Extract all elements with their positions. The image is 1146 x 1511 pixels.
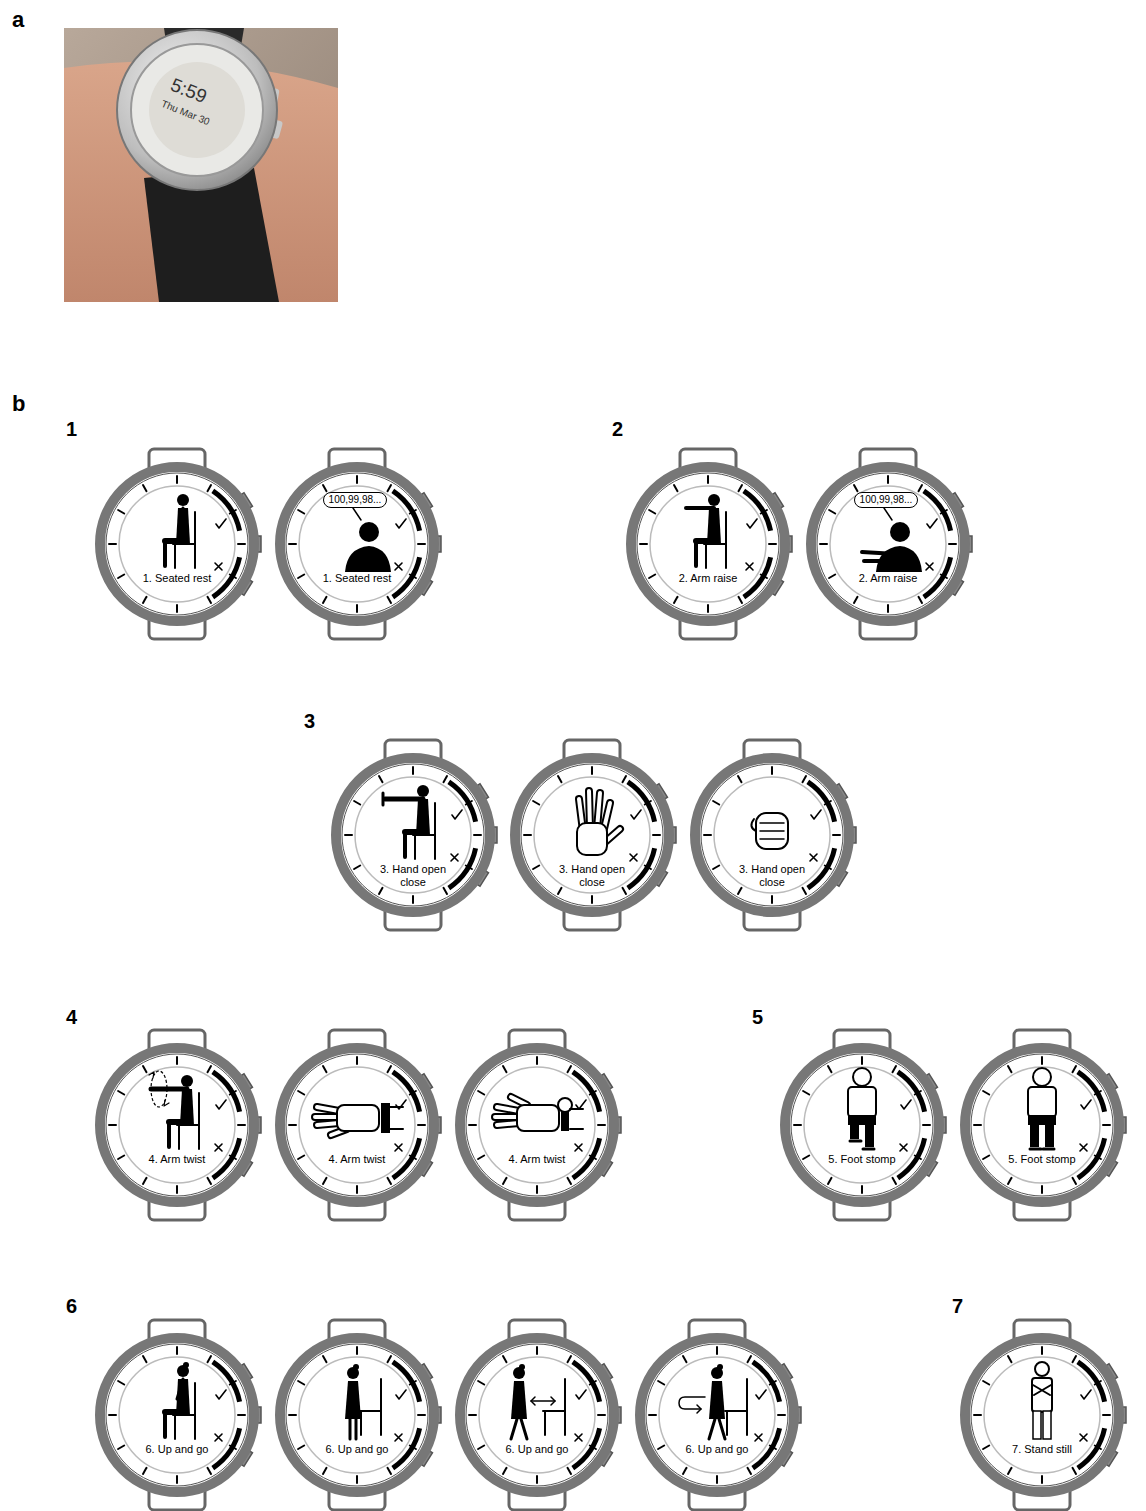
watch-illustration	[672, 735, 872, 935]
watch-face: 6. Up and go	[437, 1315, 637, 1511]
watch-illustration	[257, 1025, 457, 1225]
watch-caption: 3. Hand open close	[549, 863, 635, 889]
watch-caption: 4. Arm twist	[134, 1153, 220, 1166]
panel-number: 1	[66, 418, 77, 440]
panel-number: 3	[304, 710, 315, 732]
watch-face: 2. Arm raise 100,99,98...	[788, 444, 988, 644]
speech-text: 100,99,98...	[329, 494, 382, 506]
watch-illustration	[608, 444, 808, 644]
watch-illustration	[77, 444, 277, 644]
watch-face: 1. Seated rest	[77, 444, 277, 644]
watch-illustration	[257, 1315, 457, 1511]
watch-caption: 7. Stand still	[999, 1443, 1085, 1456]
watch-face: 5. Foot stomp	[762, 1025, 962, 1225]
watch-face: 7. Stand still	[942, 1315, 1142, 1511]
watch-illustration	[617, 1315, 817, 1511]
watch-caption: 5. Foot stomp	[819, 1153, 905, 1166]
watch-caption: 1. Seated rest	[314, 572, 400, 585]
watch-face: 6. Up and go	[257, 1315, 457, 1511]
watch-illustration	[77, 1315, 277, 1511]
watch-illustration	[762, 1025, 962, 1225]
watch-face: 4. Arm twist	[257, 1025, 457, 1225]
watch-caption: 6. Up and go	[674, 1443, 760, 1456]
watch-caption: 1. Seated rest	[134, 572, 220, 585]
watch-face: 2. Arm raise	[608, 444, 808, 644]
watch-caption: 5. Foot stomp	[999, 1153, 1085, 1166]
watch-caption: 6. Up and go	[134, 1443, 220, 1456]
watch-illustration	[437, 1025, 637, 1225]
watch-face: 3. Hand open close	[492, 735, 692, 935]
watch-face: 6. Up and go	[77, 1315, 277, 1511]
watch-illustration	[942, 1315, 1142, 1511]
watch-caption: 3. Hand open close	[370, 863, 456, 889]
watch-caption: 3. Hand open close	[729, 863, 815, 889]
speech-bubble: 100,99,98...	[323, 492, 388, 508]
watch-face: 1. Seated rest 100,99,98...	[257, 444, 457, 644]
watch-illustration	[77, 1025, 277, 1225]
watch-caption: 2. Arm raise	[665, 572, 751, 585]
panel-number: 5	[752, 1006, 763, 1028]
watch-face: 3. Hand open close	[313, 735, 513, 935]
watch-illustration	[942, 1025, 1142, 1225]
watch-face: 4. Arm twist	[77, 1025, 277, 1225]
watch-illustration	[257, 444, 457, 644]
panel-number: 6	[66, 1295, 77, 1317]
watch-illustration	[437, 1315, 637, 1511]
watch-face: 5. Foot stomp	[942, 1025, 1142, 1225]
watch-face: 3. Hand open close	[672, 735, 872, 935]
watch-illustration	[788, 444, 988, 644]
watch-caption: 6. Up and go	[494, 1443, 580, 1456]
watch-caption: 4. Arm twist	[494, 1153, 580, 1166]
watch-caption: 6. Up and go	[314, 1443, 400, 1456]
panel-letter: a	[12, 8, 24, 32]
watch-caption: 2. Arm raise	[845, 572, 931, 585]
watch-photo	[64, 28, 338, 302]
speech-text: 100,99,98...	[860, 494, 913, 506]
speech-bubble: 100,99,98...	[854, 492, 919, 508]
panel-number: 4	[66, 1006, 77, 1028]
watch-illustration	[313, 735, 513, 935]
panel-number: 7	[952, 1295, 963, 1317]
watch-illustration	[492, 735, 692, 935]
watch-caption: 4. Arm twist	[314, 1153, 400, 1166]
panel-number: 2	[612, 418, 623, 440]
panel-letter: b	[12, 392, 25, 416]
watch-face: 6. Up and go	[617, 1315, 817, 1511]
watch-face: 4. Arm twist	[437, 1025, 637, 1225]
